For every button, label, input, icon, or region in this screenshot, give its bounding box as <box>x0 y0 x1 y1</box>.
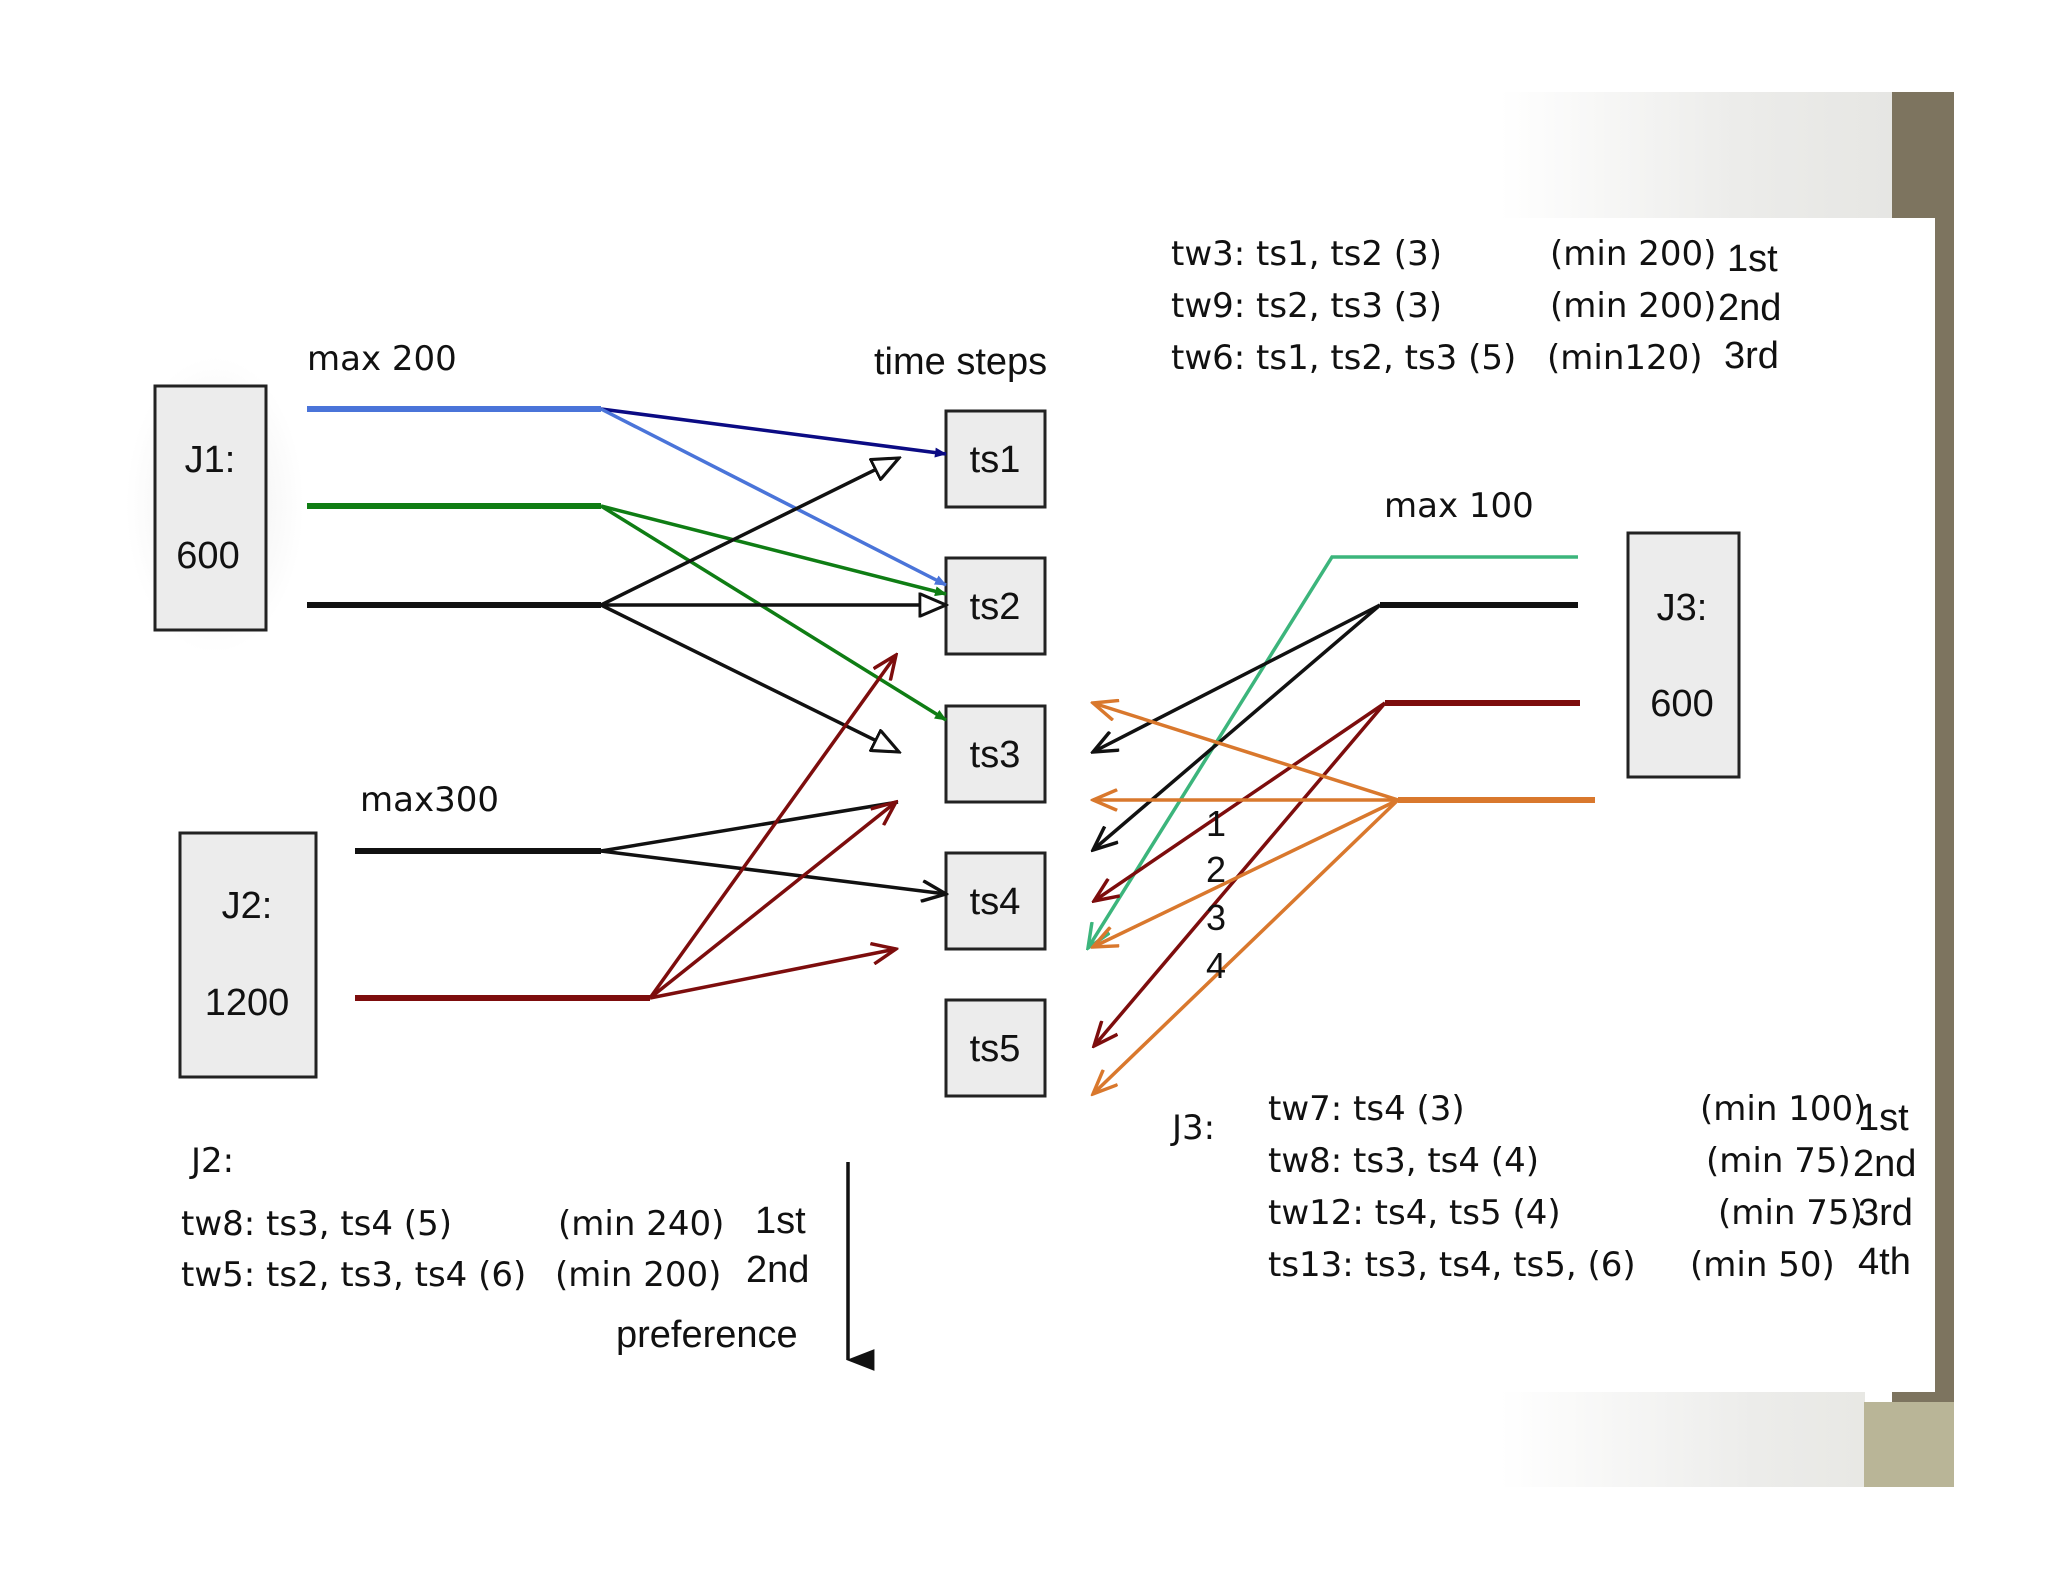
j3-window-min-2: (min 75) <box>1706 1141 1851 1181</box>
j1-arrow-to-ts2-green <box>600 504 947 597</box>
j3-window-row-2: tw8: ts3, ts4 (4) <box>1268 1141 1539 1181</box>
j3-arrow-to-ts4 <box>1093 603 1382 850</box>
j3-arrow-to-ts3 <box>1093 603 1381 752</box>
j1-window-min-1: (min 200) <box>1550 234 1716 274</box>
j1-window-table: tw3: ts1, ts2 (3) (min 200) 1st tw9: ts2… <box>1171 234 1781 378</box>
j3-window-row-3: tw12: ts4, ts5 (4) <box>1268 1193 1561 1233</box>
crossing-number-3: 3 <box>1206 897 1226 938</box>
j1-window-min-3: (min120) <box>1547 338 1703 378</box>
timestep-label: ts1 <box>970 439 1021 481</box>
slide-shade-top <box>1500 92 1895 218</box>
crossing-number-1: 1 <box>1206 803 1226 844</box>
j3-arrow-to-ts4-red <box>1094 701 1386 901</box>
crossing-numbers: 1 2 3 4 <box>1206 803 1226 986</box>
decorative-bar-bottom-strip <box>1892 1392 1954 1402</box>
job-box-j2: J2: 1200 <box>178 831 318 1079</box>
j3-window-title: J3: <box>1170 1108 1215 1148</box>
j1-window-row-3: tw6: ts1, ts2, ts3 (5) <box>1171 338 1516 378</box>
job-capacity: 600 <box>176 535 239 577</box>
job-name: J2: <box>222 885 273 927</box>
timestep-box-ts1: ts1 <box>944 409 1047 509</box>
j3-window-rank-4: 4th <box>1858 1241 1911 1283</box>
j3-window-min-4: (min 50) <box>1690 1245 1835 1285</box>
job-capacity: 600 <box>1650 683 1713 725</box>
j2-connections <box>355 655 946 1001</box>
j1-arrow-to-ts3-hollow <box>600 603 899 752</box>
timestep-label: ts4 <box>970 881 1021 923</box>
job-box-j1: J1: 600 <box>153 384 268 632</box>
j1-window-rank-2: 2nd <box>1718 287 1781 329</box>
j1-window-row-2: tw9: ts2, ts3 (3) <box>1171 286 1442 326</box>
j2-max-label: max300 <box>360 780 499 820</box>
j1-window-min-2: (min 200) <box>1550 286 1716 326</box>
j2-window-table: J2: tw8: ts3, ts4 (5) (min 240) 1st tw5:… <box>181 1141 809 1295</box>
j1-window-row-1: tw3: ts1, ts2 (3) <box>1171 234 1442 274</box>
preference-indicator: preference <box>616 1162 875 1371</box>
j1-arrow-to-ts2 <box>600 407 947 587</box>
j1-window-rank-3: 3rd <box>1724 335 1779 377</box>
time-steps-heading: time steps <box>874 341 1047 383</box>
timestep-label: ts2 <box>970 586 1021 628</box>
j3-arrow-to-ts4-orange <box>1093 798 1399 947</box>
j1-window-rank-1: 1st <box>1727 238 1778 280</box>
j2-line-to-ts3 <box>600 800 899 853</box>
job-capacity: 1200 <box>205 982 290 1024</box>
j2-window-rank-1: 1st <box>755 1200 806 1242</box>
decorative-block-bottom <box>1864 1402 1954 1487</box>
j1-arrow-to-ts3-green <box>600 504 947 722</box>
j3-window-row-4: ts13: ts3, ts4, ts5, (6) <box>1268 1245 1636 1285</box>
j2-arrow-to-ts4 <box>600 849 946 894</box>
job-box-j3: J3: 600 <box>1626 531 1741 779</box>
decorative-bar-top <box>1892 92 1954 218</box>
j2-window-min-1: (min 240) <box>558 1204 724 1244</box>
j3-teal-path <box>1088 555 1578 948</box>
crossing-number-2: 2 <box>1206 849 1226 890</box>
j2-arrow-to-ts3 <box>648 802 896 1000</box>
j1-arrow-to-ts1-hollow <box>600 458 899 607</box>
j3-max-label: max 100 <box>1384 486 1534 526</box>
timestep-box-ts3: ts3 <box>944 704 1047 804</box>
j3-connections <box>1088 555 1595 1094</box>
job-name: J1: <box>185 439 236 481</box>
j2-window-row-2: tw5: ts2, ts3, ts4 (6) <box>181 1255 526 1295</box>
crossing-number-4: 4 <box>1206 945 1226 986</box>
j3-window-min-1: (min 100) <box>1700 1089 1866 1129</box>
j3-arrow-to-ts5-orange <box>1093 798 1400 1094</box>
job-name: J3: <box>1657 587 1708 629</box>
j3-window-row-1: tw7: ts4 (3) <box>1268 1089 1465 1129</box>
j2-window-min-2: (min 200) <box>555 1255 721 1295</box>
timestep-label: ts3 <box>970 734 1021 776</box>
j1-max-label: max 200 <box>307 339 457 379</box>
j3-window-rank-1: 1st <box>1858 1097 1909 1139</box>
decorative-bar-right <box>1935 218 1954 1398</box>
j1-arrow-to-ts1 <box>600 407 947 458</box>
j3-arrow-to-ts3-orange <box>1093 703 1399 802</box>
timestep-box-ts2: ts2 <box>944 556 1047 656</box>
j3-window-min-3: (min 75) <box>1718 1193 1863 1233</box>
timestep-box-ts4: ts4 <box>944 851 1047 951</box>
j2-window-rank-2: 2nd <box>746 1249 809 1291</box>
preference-label: preference <box>616 1314 798 1356</box>
timestep-label: ts5 <box>970 1028 1021 1070</box>
j3-window-rank-3: 3rd <box>1858 1192 1913 1234</box>
j3-window-table: J3: tw7: ts4 (3) (min 100) 1st tw8: ts3,… <box>1170 1089 1916 1285</box>
timestep-box-ts5: ts5 <box>944 998 1047 1098</box>
j2-arrow-to-ts4 <box>649 949 896 1000</box>
j2-arrow-to-ts2 <box>648 655 896 1000</box>
j1-connections <box>307 406 947 752</box>
j2-window-row-1: tw8: ts3, ts4 (5) <box>181 1204 452 1244</box>
j2-window-title: J2: <box>189 1141 234 1181</box>
slide-shade-bottom <box>1500 1392 1865 1487</box>
j3-window-rank-2: 2nd <box>1853 1143 1916 1185</box>
